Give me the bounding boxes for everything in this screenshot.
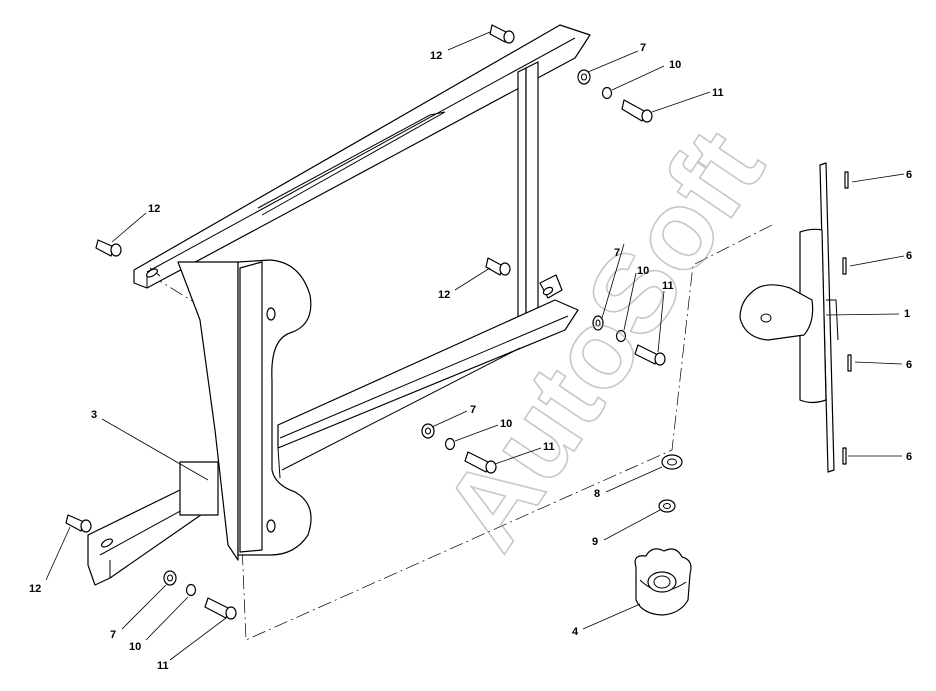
assembly-lines [149, 224, 773, 641]
callout-11: 11 [712, 87, 724, 99]
fasteners [65, 24, 666, 620]
callout-10: 10 [129, 641, 141, 653]
callout-7: 7 [614, 247, 620, 259]
callout-12: 12 [430, 50, 442, 62]
callout-10: 10 [669, 59, 681, 71]
callout-6: 6 [906, 451, 912, 463]
callout-labels: 12 7 10 11 12 12 7 10 11 3 7 10 11 12 7 … [29, 42, 912, 672]
callout-11: 11 [157, 660, 169, 672]
callout-11: 11 [543, 441, 555, 453]
callout-7: 7 [110, 629, 116, 641]
pins [842, 171, 852, 465]
callout-7: 7 [640, 42, 646, 54]
callout-3: 3 [91, 409, 97, 421]
callout-10: 10 [500, 418, 512, 430]
callout-7: 7 [470, 404, 476, 416]
callout-1: 1 [904, 308, 910, 320]
main-bracket-frame [87, 24, 591, 586]
washers-and-knob [634, 454, 692, 616]
callout-12: 12 [438, 289, 450, 301]
callout-12: 12 [148, 203, 160, 215]
callout-9: 9 [592, 536, 598, 548]
callout-6: 6 [906, 250, 912, 262]
clamp-plate [739, 162, 839, 473]
callout-4: 4 [572, 626, 579, 638]
callout-10: 10 [637, 265, 649, 277]
callout-12: 12 [29, 583, 41, 595]
callout-11: 11 [662, 280, 674, 292]
leader-lines [45, 31, 905, 661]
callout-6: 6 [906, 359, 912, 371]
callout-6: 6 [906, 169, 912, 181]
callout-8: 8 [594, 488, 600, 500]
